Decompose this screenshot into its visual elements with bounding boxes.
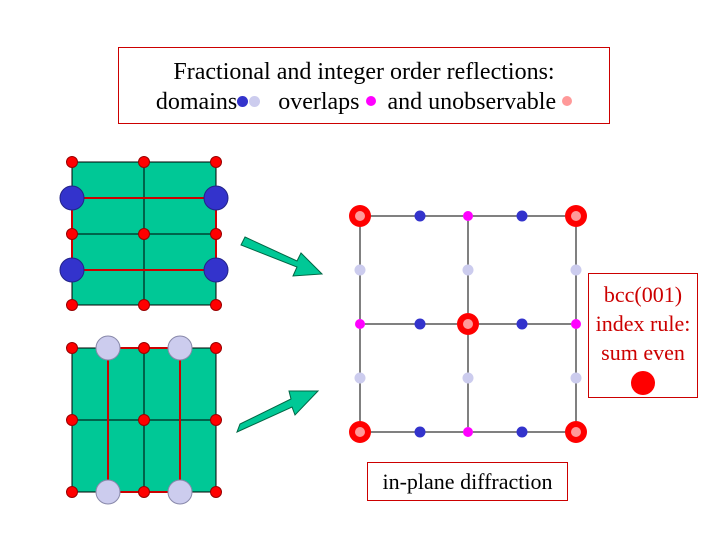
diffraction-pattern — [349, 205, 587, 443]
domain-blue-swatch — [237, 95, 249, 107]
legend-title-box: Fractional and integer order reflections… — [118, 47, 610, 124]
unobservable-label: and unobservable — [387, 89, 557, 115]
domains-label: domains — [155, 89, 238, 115]
rule-line-3: sum even — [601, 340, 685, 365]
domain-a-atoms — [66, 156, 222, 311]
domain-light-reflections — [354, 264, 582, 384]
domain-b-large-dots — [95, 335, 193, 505]
domain-b-lattice — [66, 335, 222, 505]
diffraction-caption: in-plane diffraction — [367, 462, 568, 501]
rule-line-1: bcc(001) — [603, 282, 683, 307]
domain-a-lattice — [59, 156, 229, 311]
arrow-lower — [236, 390, 320, 433]
integer-reflections — [349, 205, 587, 443]
unobservable-swatch — [562, 96, 573, 107]
overlap-swatch — [365, 96, 376, 107]
rule-red-dot — [631, 371, 655, 395]
domain-blue-reflections — [414, 210, 528, 438]
legend-line: domains overlaps and unobservable — [119, 87, 609, 117]
overlap-reflections — [355, 211, 581, 437]
arrow-upper — [240, 236, 324, 277]
overlaps-label: overlaps — [278, 89, 360, 115]
legend-title: Fractional and integer order reflections… — [173, 59, 555, 85]
domain-light-swatch — [249, 95, 261, 107]
rule-line-2: index rule: — [595, 311, 691, 336]
domain-b-atoms — [66, 342, 222, 498]
index-rule-box: bcc(001) index rule: sum even — [588, 273, 698, 398]
domain-a-large-dots — [59, 185, 229, 283]
